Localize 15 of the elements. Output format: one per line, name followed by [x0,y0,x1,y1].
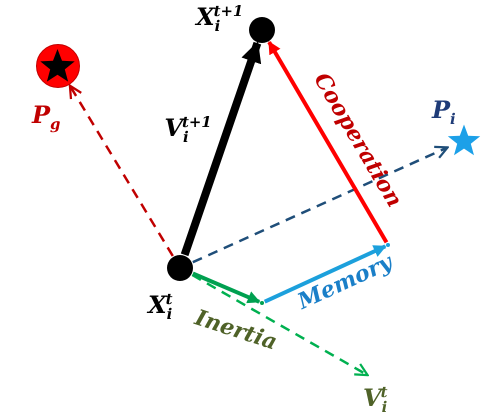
dashed-arrow [192,146,449,264]
dashed-arrow [68,84,174,257]
arrow [267,41,388,244]
point-label: P$_{g}$ [32,103,60,132]
dashed-arrow [192,274,369,376]
vertex-point [386,243,390,247]
point-label: P$_{i}$ [432,98,456,127]
particle-dot [249,17,275,43]
arrow [264,244,386,304]
particle-dot [167,255,193,281]
vertex-point [260,301,264,305]
target-icon [36,44,80,88]
arrow [192,272,260,304]
star-icon [447,123,481,157]
arrow [180,41,262,256]
